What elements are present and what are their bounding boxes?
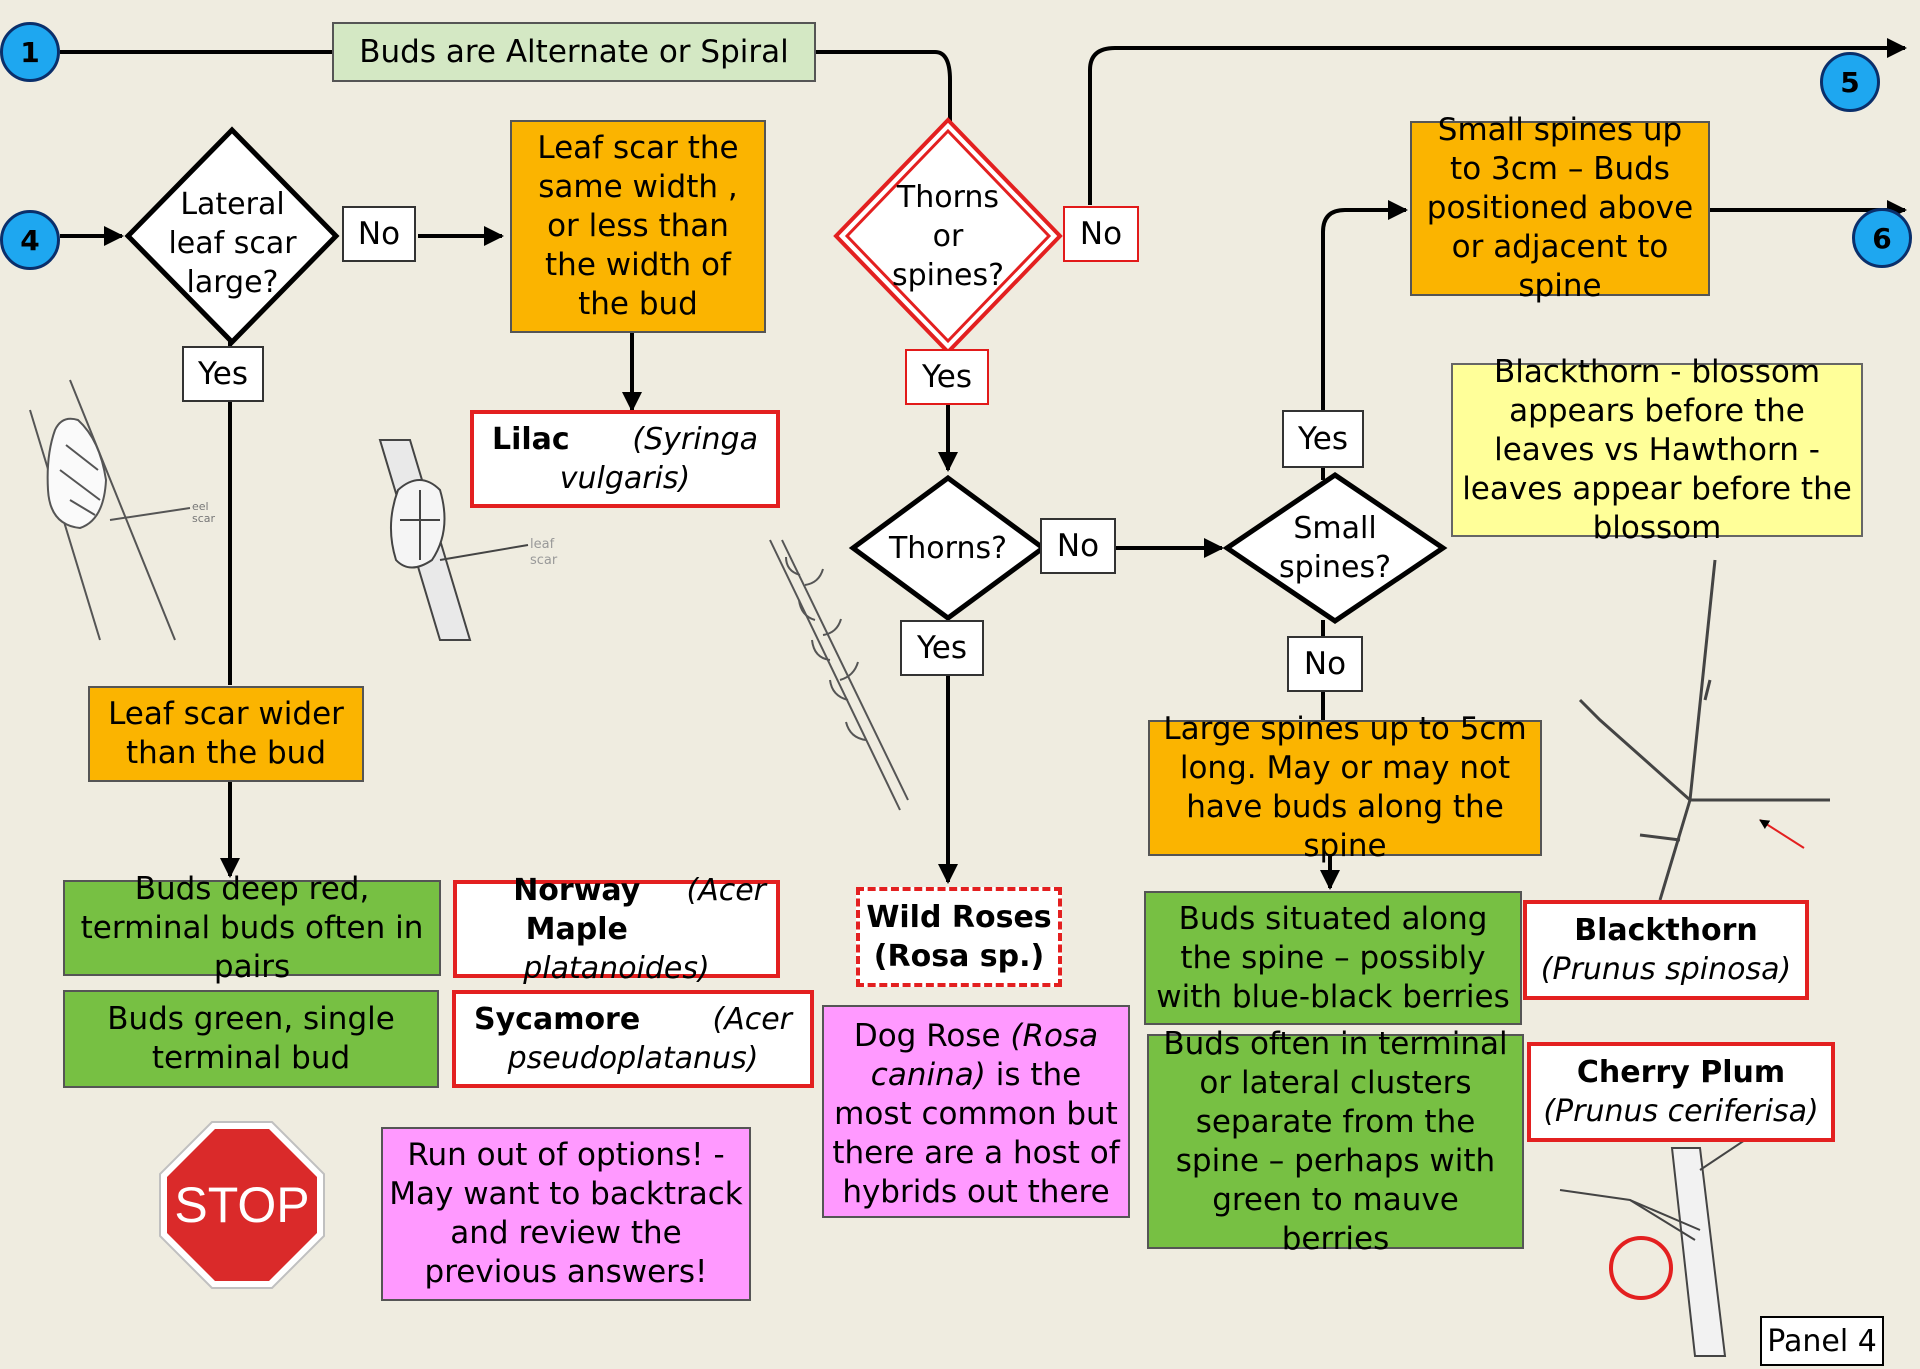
answer-no-thorns[interactable]: No <box>1040 518 1116 574</box>
diamond-lateral-leaf-scar <box>124 126 340 346</box>
dog-rose-latin: (Rosa canina) <box>870 1018 1099 1093</box>
box-buds-clusters: Buds often in terminal or lateral cluste… <box>1147 1026 1524 1257</box>
cherry-plum-twig-sketch <box>1559 1129 1761 1357</box>
connector-5[interactable]: 5 <box>1820 52 1880 112</box>
norway-maple-latin-1: (Acer <box>686 872 766 908</box>
answer-yes-lateral[interactable]: Yes <box>182 346 264 402</box>
dog-rose-common: Dog Rose <box>853 1018 1001 1054</box>
note-blackthorn-vs-hawthorn: Blackthorn - blossom appears before the … <box>1451 354 1863 546</box>
wild-roses-latin: (Rosa sp.) <box>873 939 1045 974</box>
sketch-label-scar-2: scar <box>530 553 558 568</box>
box-buds-green: Buds green, single terminal bud <box>63 990 439 1088</box>
box-buds-deep-red: Buds deep red, terminal buds often in pa… <box>63 871 441 985</box>
cherry-plum-latin-name: (Prunus ceriferisa) <box>1543 1094 1819 1129</box>
blackthorn-branch-sketch <box>1578 559 1830 901</box>
lilac-latin-2: vulgaris) <box>559 461 691 496</box>
wild-roses-name: Wild Roses <box>866 900 1052 935</box>
lilac-latin-1: (Syringa <box>632 422 758 457</box>
header-buds-alternate: Buds are Alternate or Spiral <box>332 22 816 82</box>
panel-label: Panel 4 <box>1760 1316 1884 1366</box>
answer-no-small-spines[interactable]: No <box>1287 636 1363 692</box>
species-lilac[interactable]: Lilac (Syringa vulgaris) <box>470 410 780 508</box>
sycamore-common-name: Sycamore <box>474 1002 641 1037</box>
species-blackthorn[interactable]: Blackthorn (Prunus spinosa) <box>1523 900 1809 1000</box>
sycamore-latin-1: (Acer <box>712 1002 792 1037</box>
box-large-spines-desc: Large spines up to 5cm long. May or may … <box>1148 711 1542 864</box>
connector-line-top <box>60 50 952 122</box>
sketch-label-scar-1: scar <box>192 512 216 525</box>
diamond-thorns <box>848 474 1048 622</box>
species-cherry-plum[interactable]: Cherry Plum (Prunus ceriferisa) <box>1527 1042 1835 1142</box>
arrow-to-small-spines-desc <box>1321 200 1408 480</box>
lilac-common-name: Lilac <box>492 422 570 457</box>
norway-maple-latin-2: platanoides) <box>523 950 710 986</box>
sycamore-latin-2: pseudoplatanus) <box>507 1041 759 1076</box>
box-leaf-scar-same: Leaf scar the same width , or less than … <box>510 120 766 333</box>
species-norway-maple[interactable]: Norway Maple (Acer platanoides) <box>453 873 780 986</box>
connector-4[interactable]: 4 <box>0 210 60 270</box>
thorny-stem-sketch <box>769 539 909 811</box>
species-sycamore[interactable]: Sycamore (Acer pseudoplatanus) <box>452 990 814 1088</box>
box-run-out-of-options: Run out of options! - May want to backtr… <box>381 1127 751 1301</box>
answer-no-thorns-spines[interactable]: No <box>1063 206 1139 262</box>
diamond-thorns-or-spines-inner <box>844 128 1052 344</box>
sketch-label-eel: eel <box>192 500 209 513</box>
decision-thorns-or-spines: Thorns or spines? <box>891 180 1005 293</box>
blackthorn-common-name: Blackthorn <box>1574 913 1758 948</box>
answer-yes-thorns-spines[interactable]: Yes <box>905 349 989 405</box>
box-small-spines-desc: Small spines up to 3cm – Buds positioned… <box>1410 112 1710 304</box>
bud-sketch-1: eel scar <box>29 379 216 641</box>
stop-sign: STOP <box>174 1177 310 1233</box>
cherry-plum-common-name: Cherry Plum <box>1576 1055 1786 1090</box>
decision-small-spines: Small spines? <box>1278 511 1392 585</box>
highlight-circle <box>1609 1236 1673 1300</box>
bud-sketch-2: leaf scar <box>378 439 558 641</box>
species-wild-roses[interactable]: Wild Roses (Rosa sp.) <box>856 887 1062 987</box>
box-leaf-scar-wider: Leaf scar wider than the bud <box>88 686 364 782</box>
box-buds-along-spine: Buds situated along the spine – possibly… <box>1144 891 1522 1025</box>
connector-6[interactable]: 6 <box>1852 208 1912 268</box>
connector-line-to-5 <box>1088 38 1907 205</box>
box-dog-rose: Dog Rose (Rosa canina) is the most commo… <box>822 1005 1130 1218</box>
blackthorn-latin-name: (Prunus spinosa) <box>1540 952 1792 987</box>
sketch-label-leaf: leaf <box>530 537 555 552</box>
connector-1[interactable]: 1 <box>0 22 60 82</box>
answer-no-lateral[interactable]: No <box>342 206 416 262</box>
norway-maple-common-name: Norway Maple <box>513 872 641 947</box>
dog-rose-desc: is the most common but there are a host … <box>832 1057 1120 1210</box>
answer-yes-thorns[interactable]: Yes <box>900 620 984 676</box>
answer-yes-small-spines[interactable]: Yes <box>1282 410 1364 468</box>
diamond-small-spines <box>1222 471 1448 625</box>
decision-thorns: Thorns? <box>888 530 1008 566</box>
stop-sign-face <box>167 1129 317 1281</box>
decision-lateral-leaf-scar: Lateral leaf scar large? <box>168 187 297 300</box>
